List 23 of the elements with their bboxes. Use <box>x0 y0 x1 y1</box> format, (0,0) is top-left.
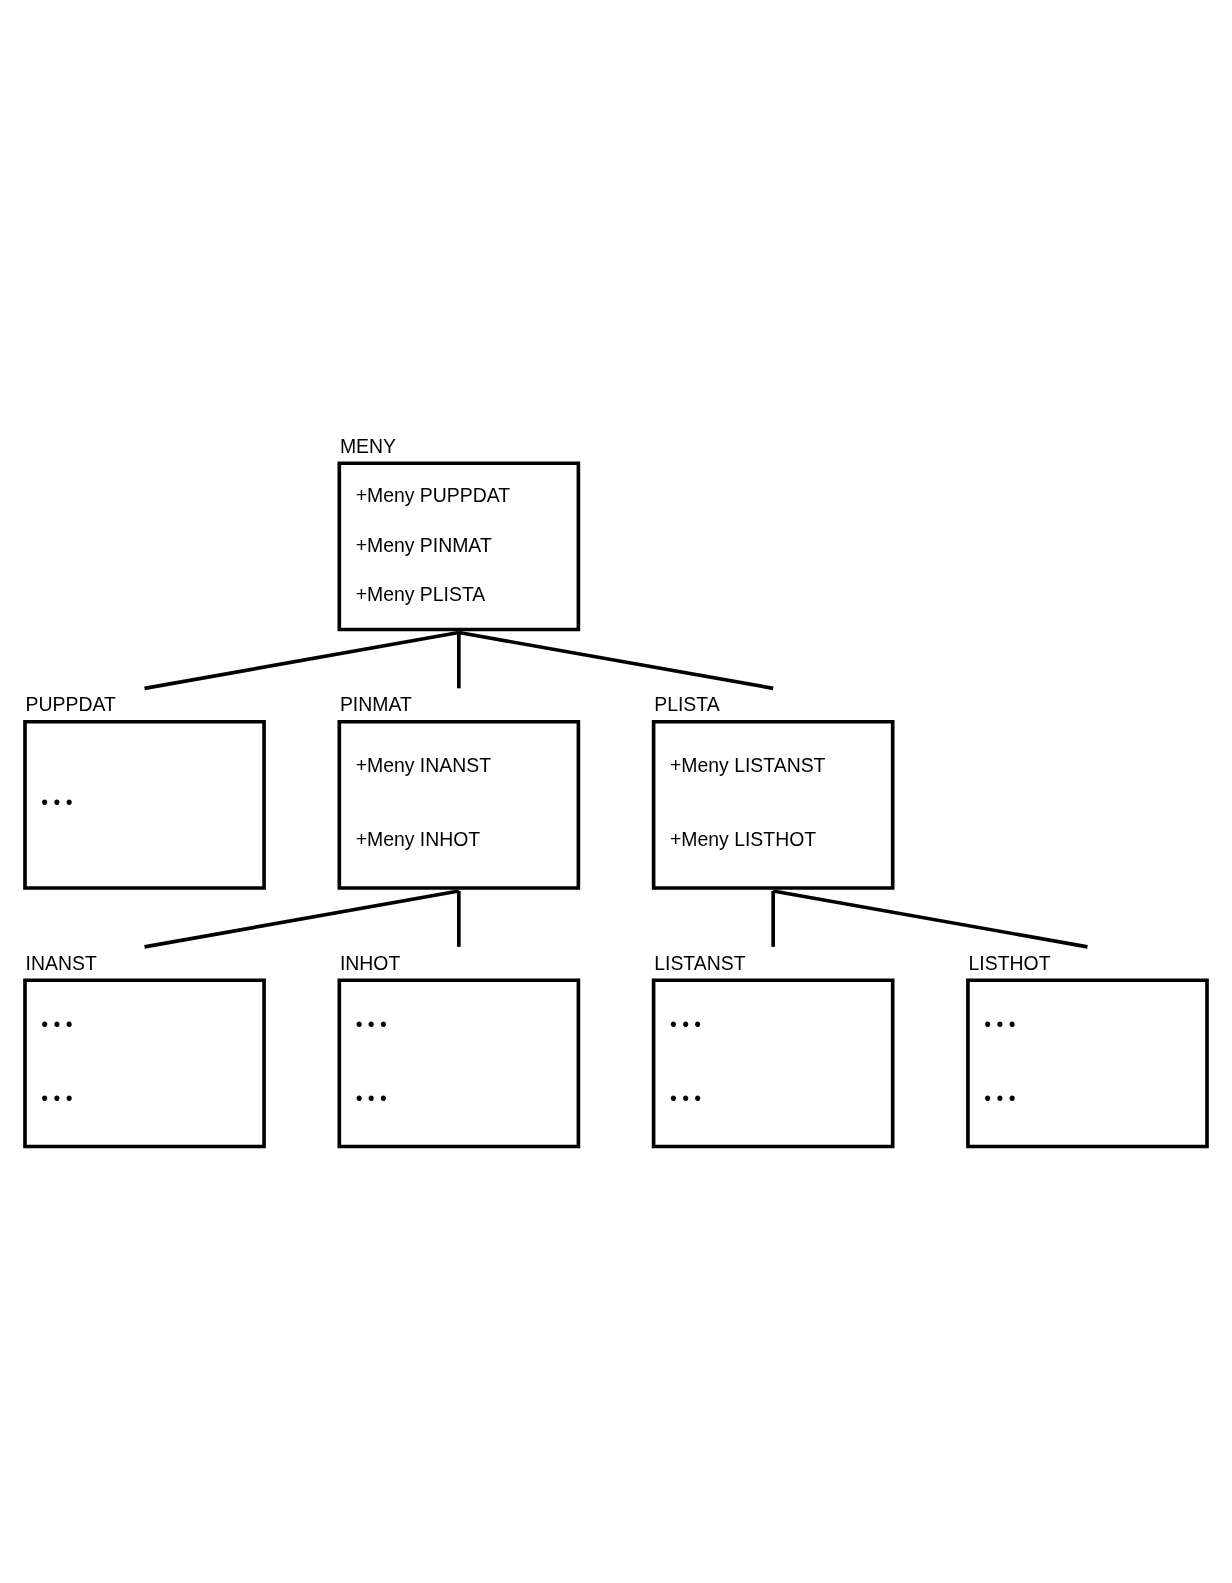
node-box: • • • • • • <box>23 978 266 1149</box>
node-box: • • • • • • <box>337 978 581 1149</box>
connector <box>772 889 1088 949</box>
node-label: PLISTA <box>654 693 720 716</box>
node-box: • • • • • • <box>651 978 895 1149</box>
node-label: PUPPDAT <box>25 693 116 716</box>
connector <box>144 889 460 949</box>
node-label: INANST <box>25 951 97 974</box>
node-box: +Meny LISTANST +Meny LISTHOT <box>651 719 895 890</box>
node-label: INHOT <box>339 951 401 974</box>
node-label: LISTANST <box>654 951 746 974</box>
connector <box>458 630 774 691</box>
node-box: +Meny PUPPDAT +Meny PINMAT +Meny PLISTA <box>337 461 581 632</box>
connector <box>457 632 461 689</box>
connector <box>771 891 775 947</box>
node-label: PINMAT <box>339 693 412 716</box>
node-box: +Meny INANST +Meny INHOT <box>337 719 581 890</box>
node-label: LISTHOT <box>968 951 1051 974</box>
node-box: • • • • • • <box>966 978 1209 1149</box>
node-box: • • • <box>23 719 266 890</box>
connector <box>457 891 461 947</box>
node-label: MENY <box>339 434 396 457</box>
connector <box>144 630 460 691</box>
